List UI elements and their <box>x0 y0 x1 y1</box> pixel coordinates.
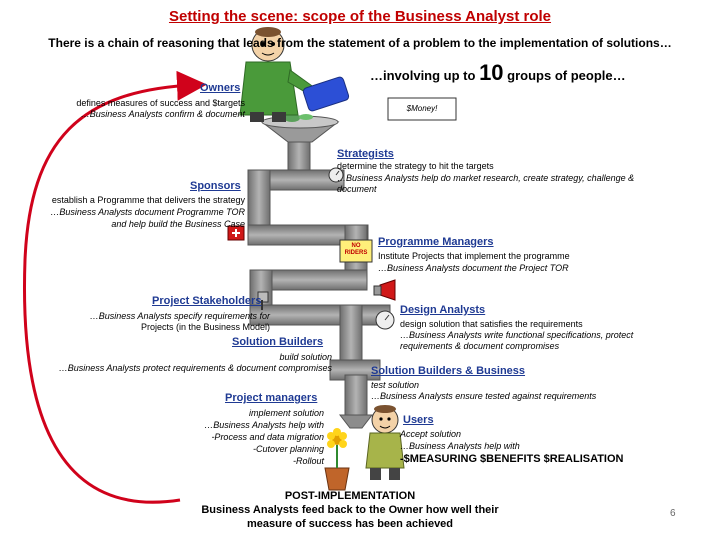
users-line-3: -$MEASURING $BENEFITS $REALISATION <box>400 453 624 465</box>
strategists-heading: Strategists <box>337 148 394 160</box>
sponsors-line-1: establish a Programme that delivers the … <box>51 195 245 205</box>
flower-pot-figure <box>324 428 350 491</box>
solution-builders-line-1: build solution <box>279 352 332 362</box>
users-line-2: …Business Analysts help with <box>400 441 520 451</box>
owner-man-figure <box>239 27 350 122</box>
money-box <box>387 97 457 121</box>
project-managers-line-1: implement solution <box>248 408 324 418</box>
user-man-figure <box>365 405 405 480</box>
megaphone-icon <box>373 279 396 301</box>
programme-managers-line-1: Institute Projects that implement the pr… <box>378 251 570 261</box>
design-analysts-line-2: …Business Analysts write functional spec… <box>400 330 634 340</box>
feedback-arrow <box>23 70 207 504</box>
solution-builders-business-heading: Solution Builders & Business <box>371 365 526 377</box>
programme-managers-line-2: …Business Analysts document the Project … <box>378 263 569 273</box>
no-riders-line-2: RIDERS <box>344 250 368 256</box>
strategists-line-2: …Business Analysts help do market resear… <box>337 173 635 183</box>
no-riders-sign-text: NO RIDERS <box>341 243 371 257</box>
programme-managers-heading: Programme Managers <box>378 236 494 248</box>
project-managers-line-3: -Process and data migration <box>211 432 324 442</box>
involving-suffix: groups of people… <box>507 68 626 83</box>
strategists-line-1: determine the strategy to hit the target… <box>337 161 494 171</box>
project-managers-line-4: -Cutover planning <box>252 444 324 454</box>
solution-builders-business-line-2: …Business Analysts ensure tested against… <box>371 391 597 401</box>
project-stakeholders-line-2: Projects (in the Business Model) <box>140 322 270 332</box>
sponsors-line-2: …Business Analysts document Programme TO… <box>50 207 245 217</box>
owners-heading: Owners <box>200 82 241 94</box>
sponsors-heading: Sponsors <box>190 180 241 192</box>
post-implementation-line-1: Business Analysts feed back to the Owner… <box>201 504 499 516</box>
involving-number: 10 <box>479 60 504 85</box>
involving-prefix: …involving up to <box>370 68 476 83</box>
money-box-label: $Money! <box>406 104 438 113</box>
solution-builders-heading: Solution Builders <box>232 336 324 348</box>
owners-line-1: defines measures of success and $targets <box>76 98 245 108</box>
design-analysts-line-1: design solution that satisfies the requi… <box>400 319 583 329</box>
page-title: Setting the scene: scope of the Business… <box>168 8 552 25</box>
project-stakeholders-heading: Project Stakeholders <box>152 295 262 307</box>
project-managers-line-2: …Business Analysts help with <box>204 420 324 430</box>
project-managers-heading: Project managers <box>225 392 318 404</box>
sponsors-line-3: and help build the Business Case <box>111 219 245 229</box>
users-line-1: Accept solution <box>400 429 462 439</box>
involving-caption: …involving up to 10 groups of people… <box>370 60 626 86</box>
page-number: 6 <box>670 508 676 519</box>
no-riders-sign <box>339 239 373 263</box>
users-heading: Users <box>403 414 434 426</box>
tap-icon <box>257 291 269 310</box>
design-analysts-line-3: requirements & document compromises <box>400 341 560 351</box>
project-stakeholders-line-1: …Business Analysts specify requirements … <box>89 311 270 321</box>
project-managers-line-5: -Rollout <box>292 456 324 466</box>
owners-line-2: …Business Analysts confirm & document <box>80 109 245 119</box>
page-subtitle: There is a chain of reasoning that leads… <box>48 36 672 50</box>
post-implementation-line-2: measure of success has been achieved <box>246 518 454 530</box>
no-riders-line-1: NO <box>351 243 361 249</box>
solution-builders-line-2: …Business Analysts protect requirements … <box>58 363 332 373</box>
solution-builders-business-line-1: test solution <box>371 380 420 390</box>
strategists-line-3: document <box>337 184 377 194</box>
design-analysts-heading: Design Analysts <box>400 304 486 316</box>
post-implementation-heading: POST-IMPLEMENTATION <box>284 490 416 502</box>
